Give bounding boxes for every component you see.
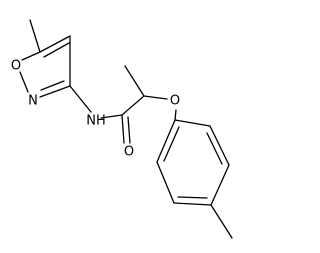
bond-c3-n-inner bbox=[40, 80, 65, 91]
bond-carbonyl-o-double bbox=[127, 116, 131, 144]
atom-n-ring: N bbox=[28, 94, 38, 109]
bond-c5-c4-inner bbox=[43, 42, 70, 58]
bond-carbonyl-alpha bbox=[121, 95, 145, 116]
bond-c3-nh bbox=[69, 85, 92, 113]
atom-nh: NH bbox=[86, 114, 106, 129]
bond-oether-aryl bbox=[174, 109, 177, 121]
bond-ring-6-1-inner bbox=[163, 126, 180, 162]
bond-c5-c4 bbox=[39, 35, 71, 53]
bond-ring-4-5 bbox=[173, 202, 212, 206]
bond-ring-5-6 bbox=[156, 161, 175, 204]
atom-o-carbonyl: O bbox=[124, 145, 134, 160]
bond-ring-2-3-inner bbox=[206, 132, 223, 165]
bond-carbonyl-o bbox=[121, 114, 125, 144]
molecule-diagram: O N NH O O bbox=[11, 19, 233, 239]
bond-ring-6-1 bbox=[156, 119, 176, 163]
atom-o-ether: O bbox=[170, 94, 180, 109]
bond-ring-methyl bbox=[210, 204, 233, 239]
bond-n-o bbox=[19, 71, 29, 93]
atom-o-ring: O bbox=[11, 59, 21, 74]
bond-ring-3-4 bbox=[210, 164, 230, 206]
bond-o-c5 bbox=[21, 51, 41, 61]
bonds bbox=[19, 19, 233, 239]
bond-c5-methyl bbox=[29, 19, 41, 53]
bond-ring-2-3 bbox=[209, 125, 230, 166]
bond-nh-carbonyl bbox=[100, 114, 123, 119]
bond-alpha-methyl bbox=[124, 65, 145, 97]
bond-ring-1-2 bbox=[174, 119, 211, 127]
bond-alpha-oether bbox=[143, 95, 168, 100]
bond-ring-4-5-inner bbox=[177, 196, 208, 199]
bond-c3-n bbox=[39, 85, 71, 98]
atom-labels: O N NH O O bbox=[11, 59, 180, 160]
